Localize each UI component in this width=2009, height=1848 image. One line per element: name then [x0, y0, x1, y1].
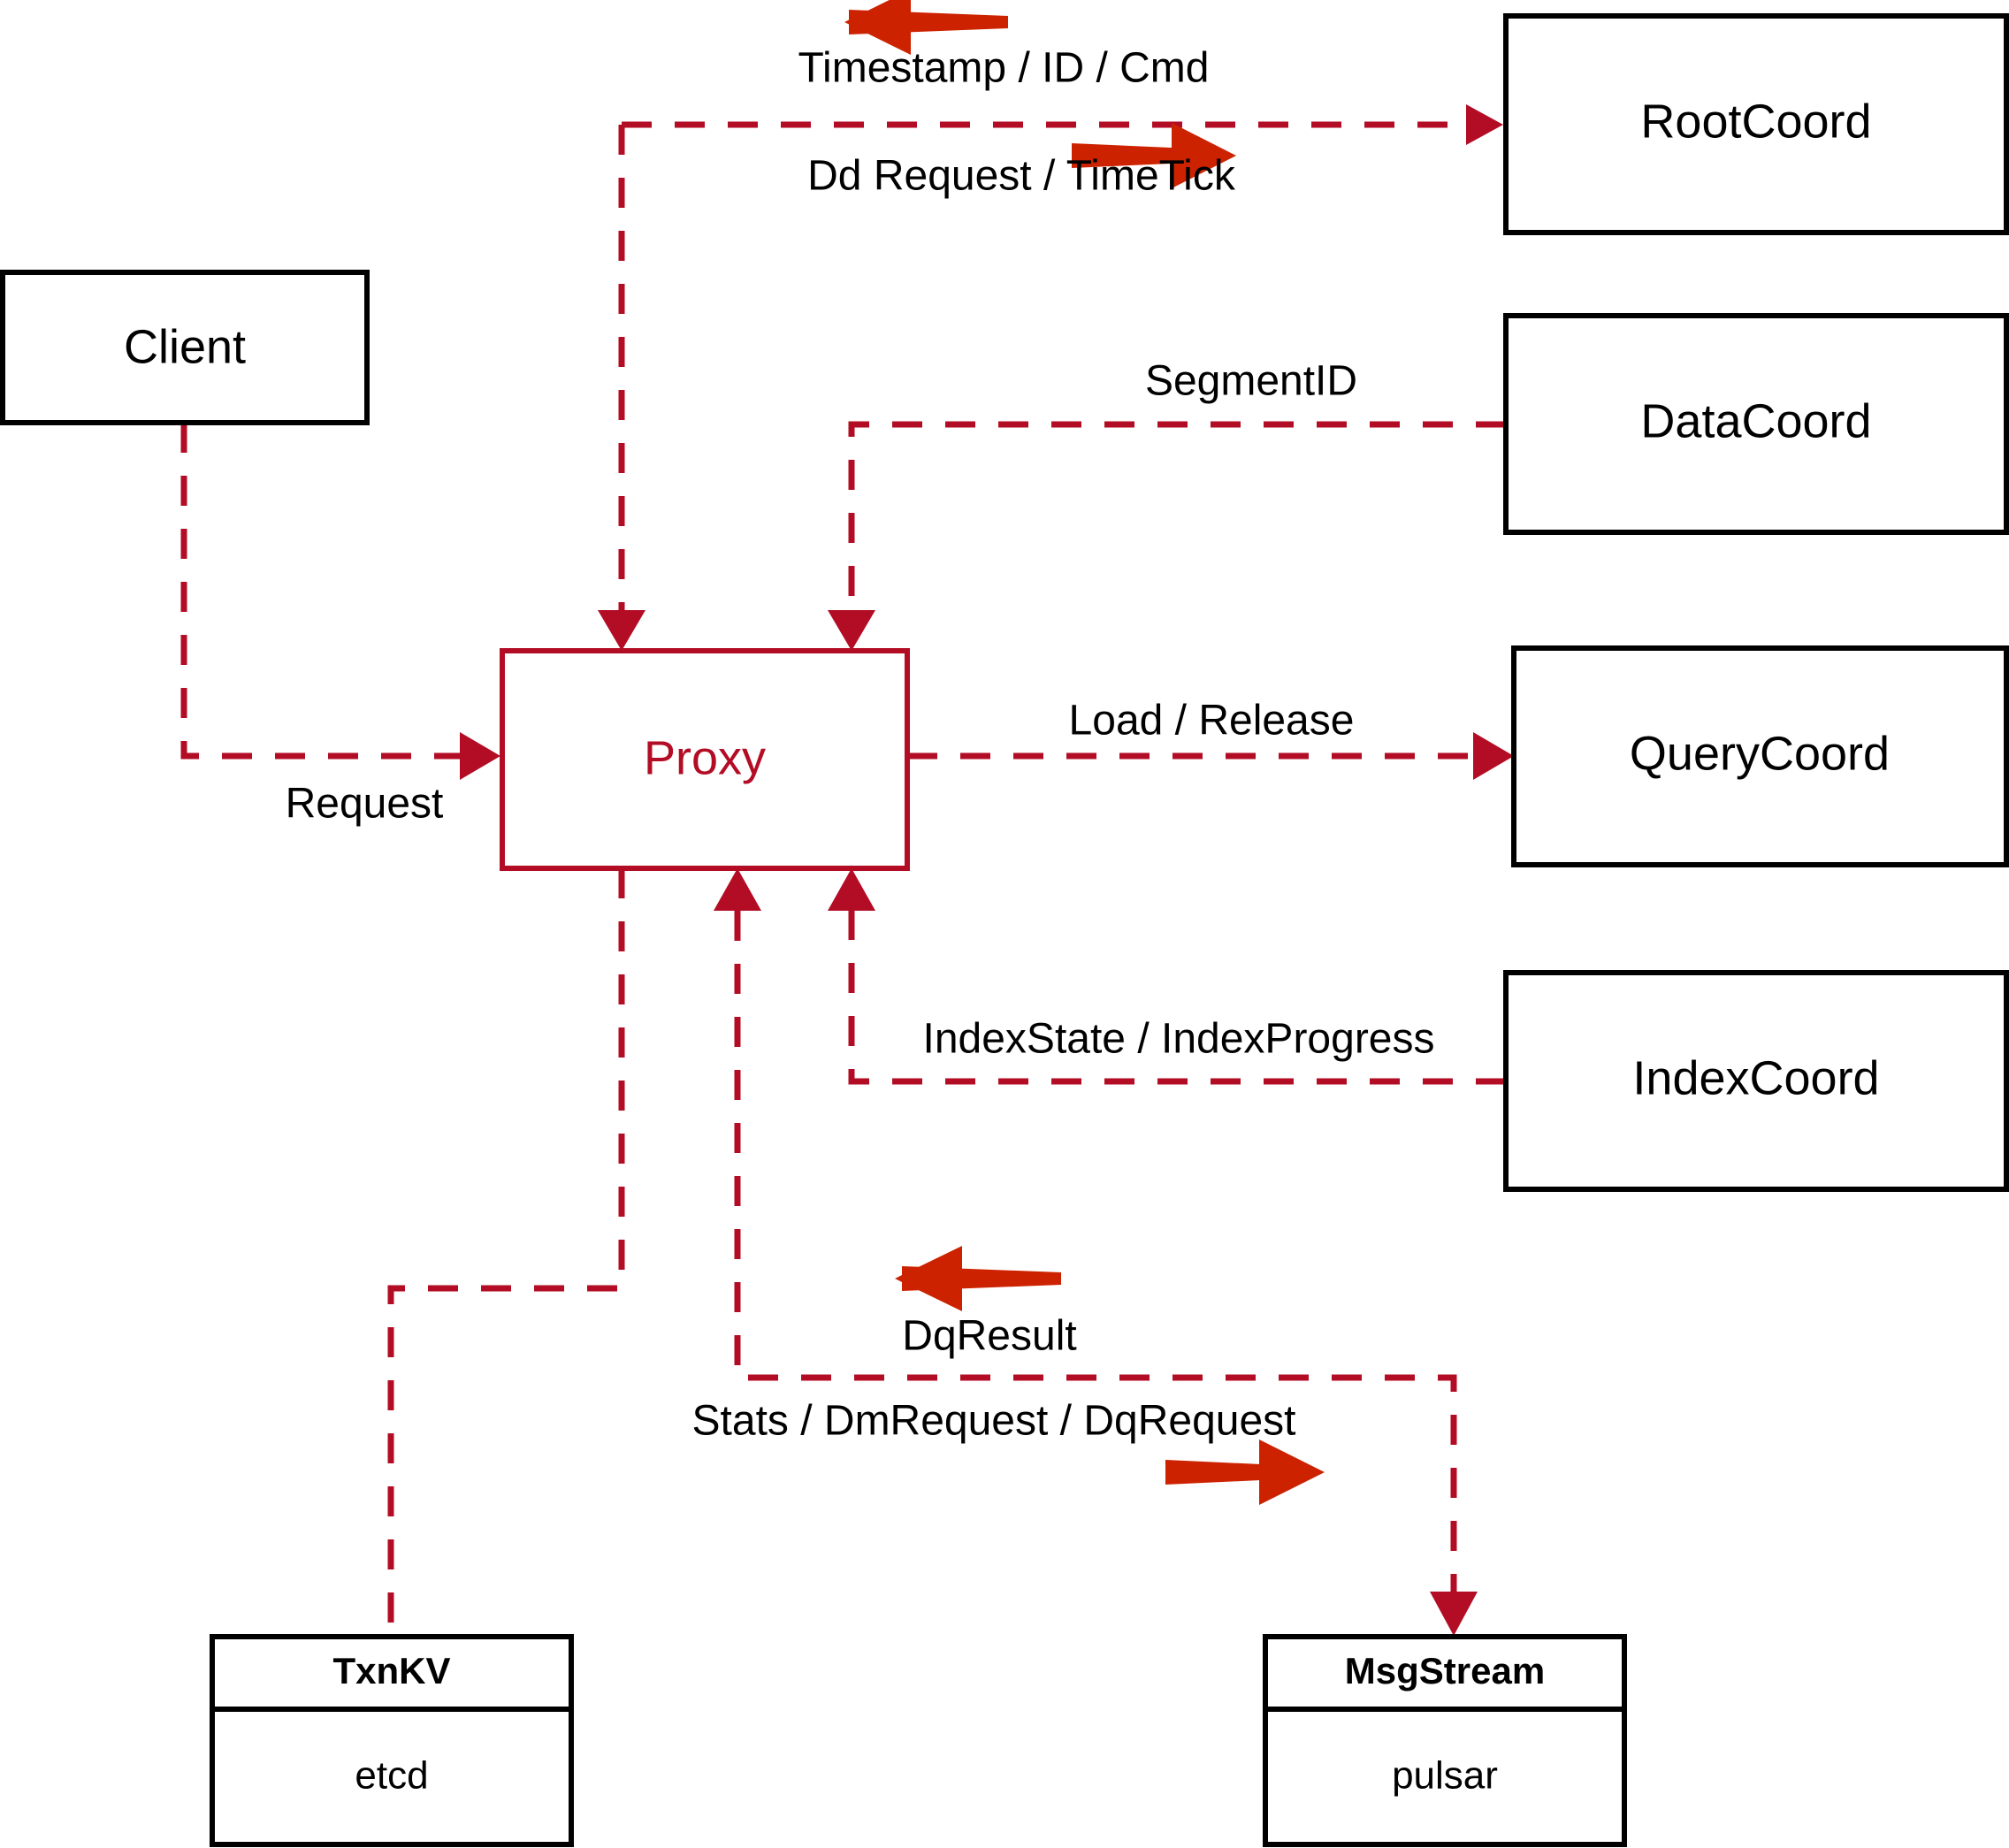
edge-index-state-line — [848, 911, 1506, 1085]
edge-stats-dm-dq-head — [1430, 1592, 1478, 1636]
node-root-coord[interactable]: RootCoord — [1503, 13, 2009, 235]
edge-index-state-head — [828, 868, 875, 911]
node-txnkv-label: TxnKV — [332, 1650, 450, 1691]
edge-dq-result-head — [714, 868, 761, 911]
node-client-label: Client — [124, 320, 246, 373]
node-query-coord-label: QueryCoord — [1630, 727, 1890, 780]
edge-label-index-state-progress: IndexState / IndexProgress — [923, 1016, 1435, 1063]
node-data-coord-label: DataCoord — [1640, 394, 1871, 447]
edge-timestamp-id-cmd-head — [598, 610, 645, 651]
node-proxy-label: Proxy — [644, 731, 766, 784]
edge-label-segment-id: SegmentID — [1145, 358, 1357, 405]
node-index-coord-label: IndexCoord — [1632, 1051, 1879, 1104]
direction-arrow-left-dqresult — [895, 1246, 1061, 1311]
edge-request-head — [460, 732, 500, 780]
edge-label-dd-request-timetick: Dd Request / TimeTick — [807, 153, 1236, 200]
direction-arrow-left-timestamp — [844, 0, 1008, 55]
node-query-coord[interactable]: QueryCoord — [1511, 645, 2009, 867]
edge-proxy-msgstream-line — [734, 911, 1457, 1592]
node-client[interactable]: Client — [0, 270, 370, 425]
node-msgstream[interactable]: MsgStream pulsar — [1263, 1634, 1627, 1847]
edge-label-dq-result: DqResult — [902, 1313, 1076, 1360]
direction-arrow-right-stats — [1165, 1439, 1325, 1505]
direction-arrow-right-ddrequest — [1072, 123, 1236, 188]
edge-segment-id-head — [828, 610, 875, 651]
edge-proxy-txnkv-line — [387, 868, 625, 1636]
node-data-coord[interactable]: DataCoord — [1503, 313, 2009, 535]
node-msgstream-impl-label: pulsar — [1392, 1754, 1498, 1798]
edge-label-load-release: Load / Release — [1069, 698, 1355, 745]
edge-label-timestamp-id-cmd: Timestamp / ID / Cmd — [798, 45, 1210, 92]
node-txnkv[interactable]: TxnKV etcd — [210, 1634, 574, 1847]
edge-segment-id-line — [848, 421, 1506, 610]
edge-label-stats-dm-dq-request: Stats / DmRequest / DqRequest — [692, 1398, 1296, 1445]
node-root-coord-label: RootCoord — [1640, 95, 1871, 148]
node-msgstream-label: MsgStream — [1345, 1650, 1545, 1691]
node-txnkv-impl-label: etcd — [355, 1754, 428, 1798]
node-proxy[interactable]: Proxy — [500, 648, 910, 871]
edge-dd-request-timetick-head — [1466, 104, 1503, 145]
edge-request-line — [180, 423, 460, 760]
edge-load-release-head — [1473, 732, 1514, 780]
node-index-coord[interactable]: IndexCoord — [1503, 970, 2009, 1192]
edge-label-request: Request — [286, 781, 444, 828]
